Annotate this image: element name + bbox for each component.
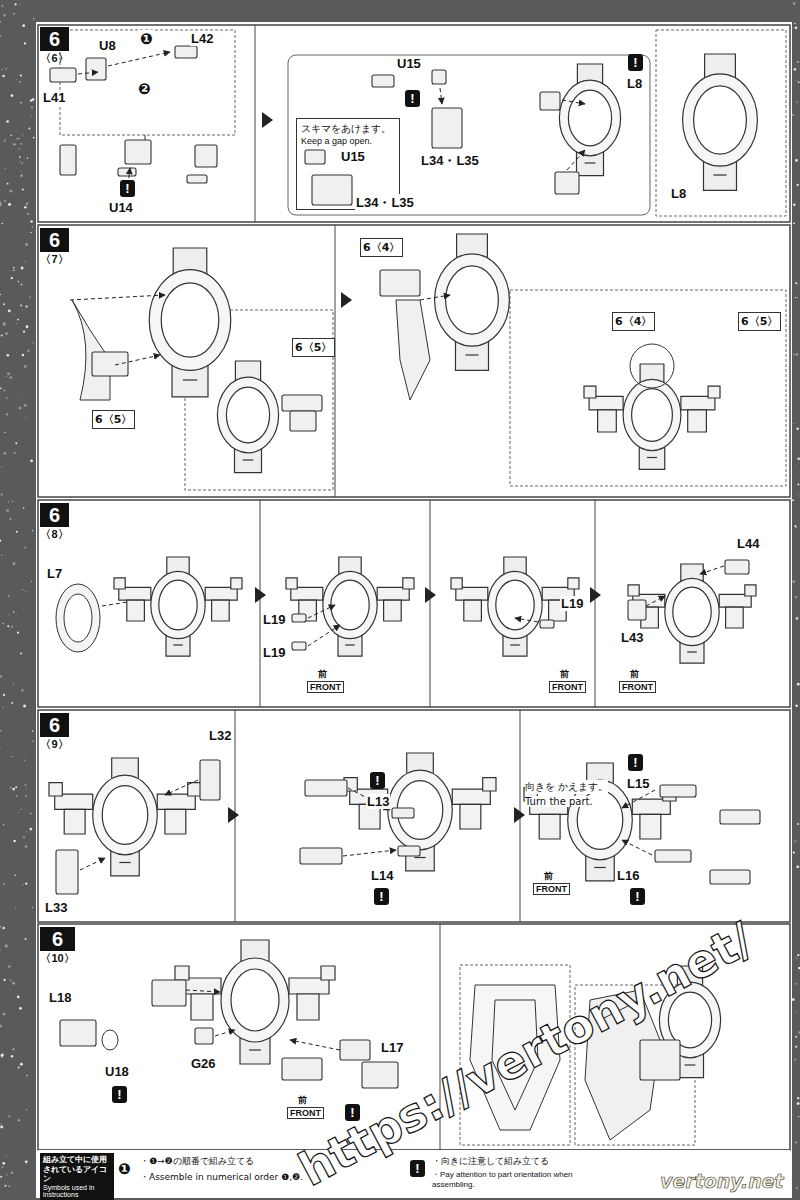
node-text: 〈6〉 (40, 51, 69, 65)
part-name: L19 (262, 645, 286, 660)
step-header: 6〈8〉 (40, 503, 69, 541)
step-header: 6〈6〉 (40, 27, 69, 65)
step-reference: 6〈4〉 (612, 312, 655, 331)
step-header: 6〈9〉 (40, 713, 69, 751)
front-icon: FRONT (619, 681, 656, 693)
part-name: L34・L35 (420, 152, 480, 170)
node-heading: 6 (40, 713, 69, 737)
caution-icon: ! (405, 90, 420, 107)
node-text: 〈8〉 (40, 527, 69, 541)
part-name: L8 (670, 186, 687, 201)
part-name: L41 (42, 90, 66, 105)
node-text: 〈9〉 (40, 737, 69, 751)
part-name: L15 (626, 776, 650, 791)
part-name: L18 (48, 990, 72, 1005)
part-name: L19 (262, 612, 286, 627)
front-icon: 前 (544, 870, 553, 883)
node-heading: スキマをあけます。 (301, 122, 395, 136)
front-icon: 前 (560, 668, 569, 681)
step-reference: 6〈5〉 (292, 338, 335, 357)
part-name: L44 (736, 536, 760, 551)
step-reference: 6〈5〉 (738, 312, 781, 331)
part-name: U15 (340, 149, 366, 164)
node-heading: 組み立て中に使用 されているアイコン (43, 1155, 111, 1184)
legend-text: ・Assemble in numerical order ❶,❷. (140, 1171, 303, 1184)
watermark: vertony.net (660, 1170, 784, 1192)
part-name: L16 (616, 868, 640, 883)
part-name: U15 (396, 56, 422, 71)
front-icon: FRONT (307, 681, 344, 693)
front-icon: 前 (318, 668, 327, 681)
part-name: L42 (190, 31, 214, 46)
part-name: L33 (44, 900, 68, 915)
node-heading: 6 (40, 27, 69, 51)
caution-icon: ! (628, 754, 643, 771)
step-header: 6〈7〉 (40, 228, 69, 266)
node-heading: 6 (40, 228, 69, 252)
node-text: Keep a gap open. (301, 136, 395, 146)
order-icon: ❶ (118, 1160, 131, 1178)
part-name: G26 (190, 1056, 217, 1071)
part-name: L19 (560, 596, 584, 611)
legend-heading: 組み立て中に使用 されているアイコンSymbols used in instru… (40, 1153, 114, 1200)
front-icon: FRONT (287, 1107, 324, 1119)
step-header: 6〈10〉 (40, 927, 75, 965)
part-name: L32 (208, 728, 232, 743)
step-reference: 6〈5〉 (92, 410, 135, 429)
front-icon: FRONT (533, 883, 570, 895)
caution-icon: ! (628, 54, 643, 71)
note-text: 向きを かえます。 (525, 780, 608, 794)
order-number: ❶ (140, 30, 153, 48)
node-heading: 6 (40, 927, 75, 951)
part-name: L17 (380, 1040, 404, 1055)
caution-icon: ! (112, 1086, 127, 1103)
front-icon: 前 (630, 668, 639, 681)
legend-text: ・Pay attention to part orientation when … (432, 1169, 582, 1189)
part-name: U18 (104, 1064, 130, 1079)
part-name: L34・L35 (355, 194, 415, 212)
order-number: ❷ (138, 80, 151, 98)
part-name: U14 (108, 200, 134, 215)
legend-text: ・❶→❷の順番で組み立てる (140, 1155, 254, 1168)
note-text: Turn the part. (525, 796, 593, 807)
front-icon: FRONT (549, 681, 586, 693)
step-reference: 6〈4〉 (360, 238, 403, 257)
part-name: L7 (46, 566, 63, 581)
caution-icon: ! (630, 888, 645, 905)
caution-icon: ! (370, 772, 385, 789)
caution-icon: ! (120, 180, 135, 197)
front-icon: 前 (298, 1094, 307, 1107)
node-heading: 6 (40, 503, 69, 527)
node-text: 〈10〉 (40, 951, 75, 965)
legend-text: ・向きに注意して組み立てる (432, 1155, 549, 1168)
part-name: U8 (98, 38, 117, 53)
node-text: Symbols used in instructions (43, 1184, 111, 1198)
part-name: L14 (370, 868, 394, 883)
part-name: L13 (366, 794, 390, 809)
part-name: L43 (620, 630, 644, 645)
caution-icon: ! (374, 888, 389, 905)
caution-icon: ! (410, 1160, 425, 1177)
node-text: 〈7〉 (40, 252, 69, 266)
part-name: L8 (626, 76, 643, 91)
